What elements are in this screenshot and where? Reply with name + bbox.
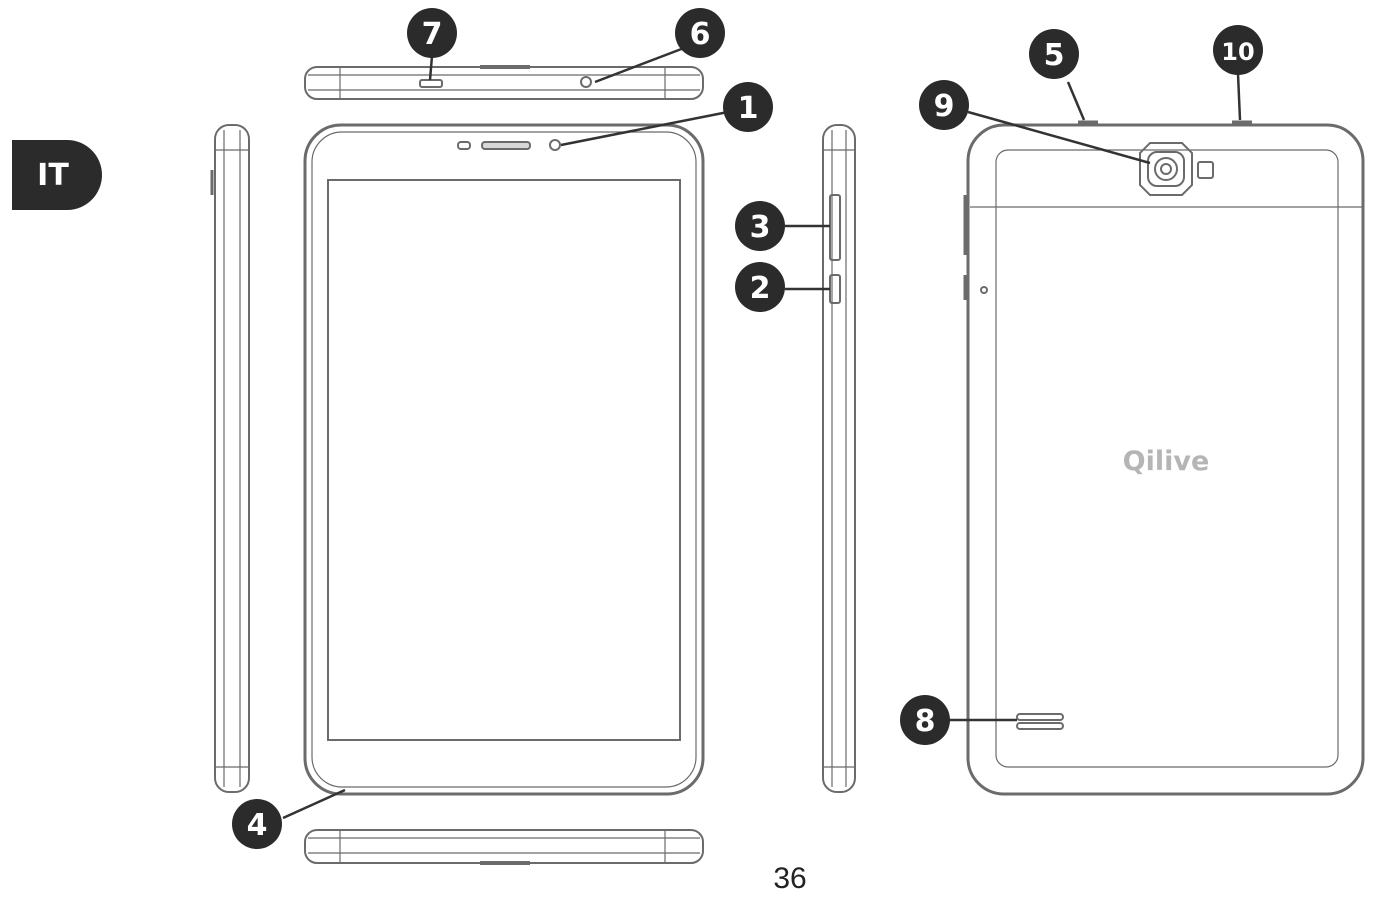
page-number: 36 <box>773 862 807 895</box>
callout-3: 3 <box>735 201 785 251</box>
svg-text:6: 6 <box>690 17 711 52</box>
callout-10: 10 <box>1213 25 1263 75</box>
leader-lines <box>282 46 1242 820</box>
svg-text:8: 8 <box>915 704 936 739</box>
front-camera-icon <box>549 139 561 151</box>
callout-1: 1 <box>723 82 773 132</box>
usb-port-icon <box>419 79 443 88</box>
tablet-back-view <box>963 120 1365 796</box>
rear-speaker-icon <box>1016 713 1064 730</box>
headphone-jack-icon <box>580 76 592 88</box>
svg-text:10: 10 <box>1221 38 1254 66</box>
front-screen <box>327 179 681 741</box>
callout-2: 2 <box>735 262 785 312</box>
right-side-view <box>822 124 856 793</box>
svg-text:3: 3 <box>750 210 771 245</box>
left-side-view <box>210 124 250 793</box>
svg-text:9: 9 <box>934 89 955 124</box>
callout-6: 6 <box>675 8 725 58</box>
callout-8: 8 <box>900 695 950 745</box>
tablet-front-view <box>303 123 705 796</box>
callout-4: 4 <box>232 799 282 849</box>
light-sensor-icon <box>457 141 471 150</box>
callout-7: 7 <box>407 8 457 58</box>
brand-logo: Qilive <box>1123 446 1210 477</box>
svg-text:4: 4 <box>247 808 268 843</box>
callout-9: 9 <box>919 80 969 130</box>
language-tab: IT <box>12 140 102 210</box>
callout-5: 5 <box>1029 29 1079 79</box>
flash-icon <box>1197 161 1214 179</box>
top-edge-view <box>304 65 704 100</box>
svg-text:1: 1 <box>738 91 759 126</box>
earpiece-speaker-icon <box>481 141 531 150</box>
rear-camera-icon <box>1139 142 1193 196</box>
svg-text:7: 7 <box>422 17 443 52</box>
svg-text:5: 5 <box>1044 38 1065 73</box>
bottom-edge-view <box>304 829 704 865</box>
volume-button-icon <box>829 194 841 261</box>
svg-text:2: 2 <box>750 271 771 306</box>
